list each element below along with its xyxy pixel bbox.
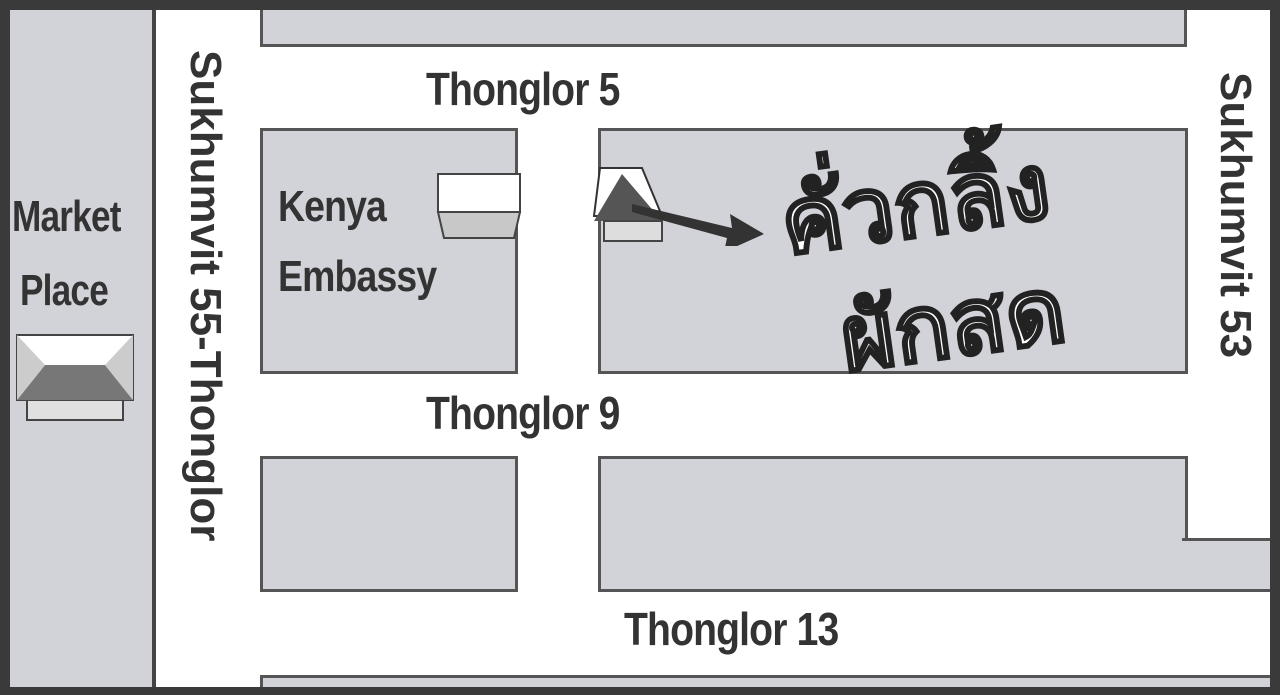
road-label-sukhumvit-53: Sukhumvit 53 — [1211, 72, 1260, 359]
road-label-thonglor-13: Thonglor 13 — [624, 603, 839, 655]
road-label-thonglor-5: Thonglor 5 — [426, 63, 620, 115]
market-label-line2: Place — [20, 266, 109, 315]
destination-name-line2: ผักสด — [832, 254, 1073, 394]
kenya-label-line1: Kenya — [278, 182, 387, 231]
market-label-line1: Market — [12, 192, 121, 241]
bottom-block — [260, 675, 1270, 687]
kenya-block — [260, 128, 518, 374]
kenya-embassy-building-icon — [436, 173, 522, 239]
lower-left-block — [260, 456, 518, 592]
market-building-icon — [16, 334, 134, 421]
kenya-label-line2: Embassy — [278, 252, 437, 301]
road-label-thonglor-9: Thonglor 9 — [426, 387, 620, 439]
lower-right-block-ext — [1182, 538, 1270, 592]
road-label-sukhumvit-55: Sukhumvit 55-Thonglor — [181, 50, 230, 542]
lower-right-block — [598, 456, 1188, 592]
top-block — [260, 10, 1187, 47]
destination-block — [598, 128, 1188, 374]
map: Thonglor 5 Thonglor 9 Thonglor 13 Sukhum… — [10, 10, 1270, 687]
destination-building-icon — [592, 167, 764, 246]
